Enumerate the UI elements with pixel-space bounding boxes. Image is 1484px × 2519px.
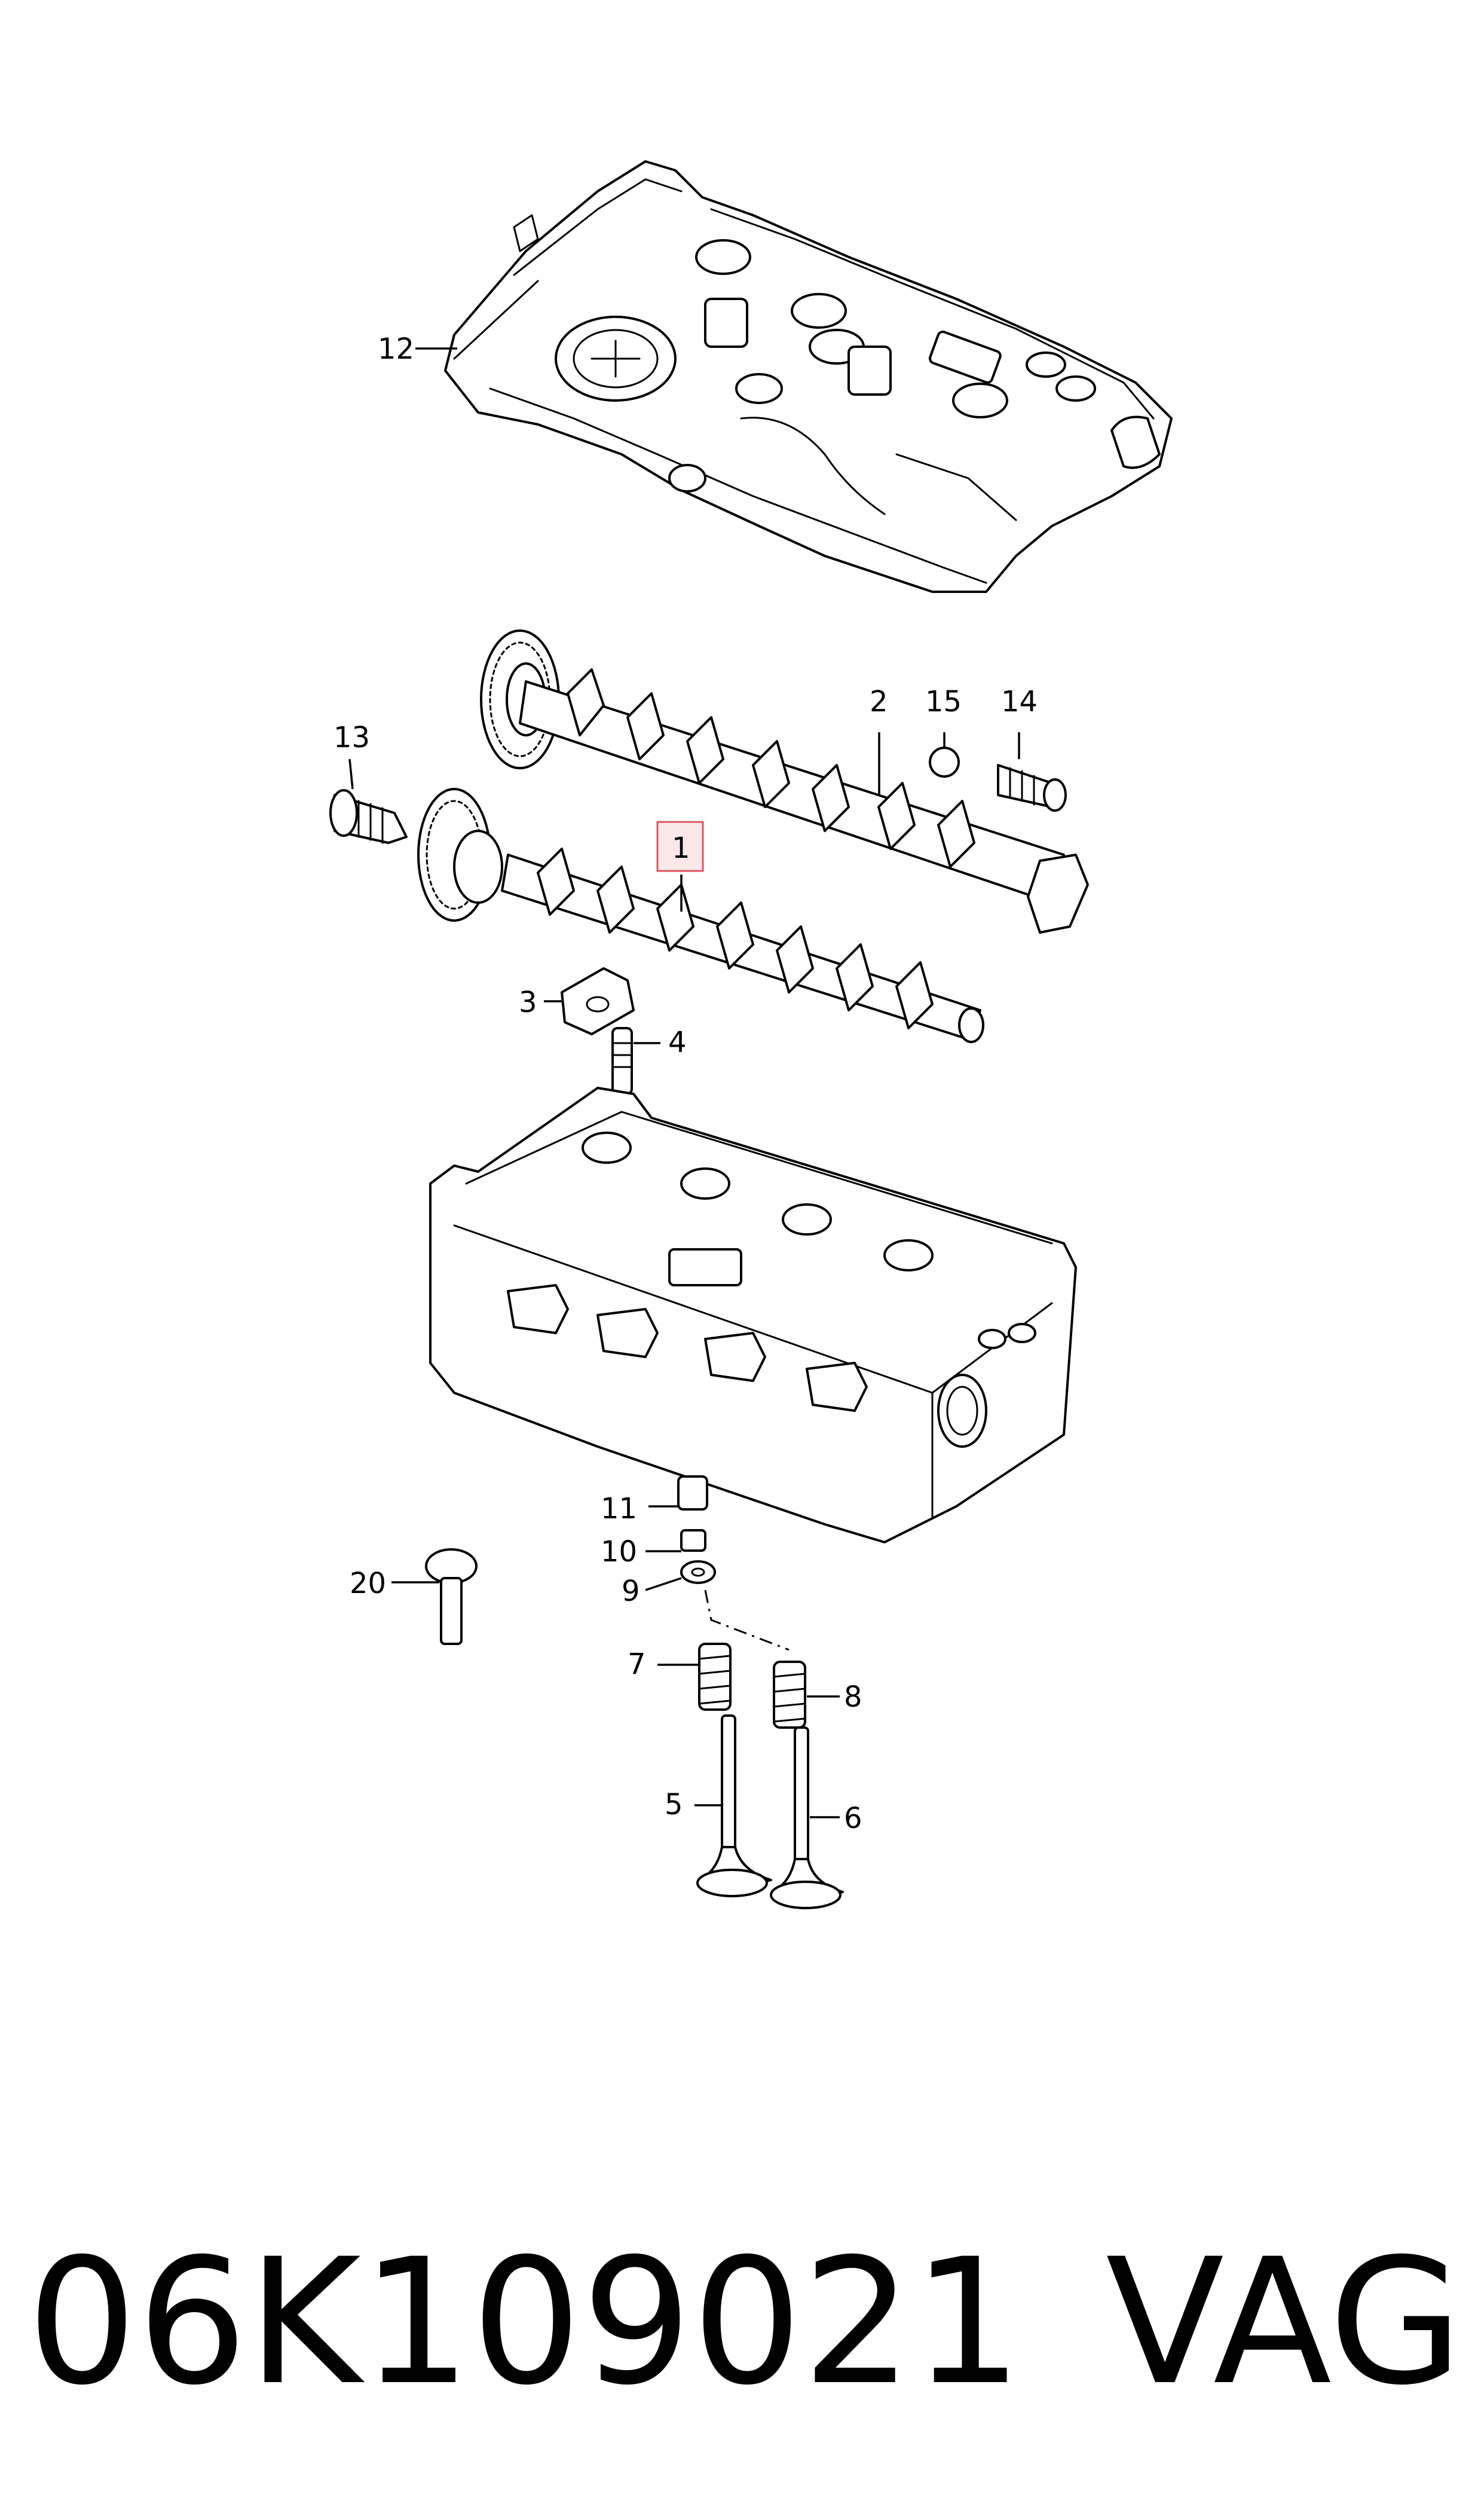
callout-12: 12: [378, 332, 414, 366]
callout-3: 3: [519, 986, 537, 1019]
bolt-4: [611, 1027, 633, 1095]
cam-lobes-upper: [567, 668, 975, 868]
callout-1-highlight: [657, 822, 703, 871]
callout-13: 13: [333, 721, 370, 754]
valve-train: [677, 1475, 844, 1909]
exhaust-valve-6: [770, 1726, 844, 1909]
cylinder-head-cover: [444, 160, 1173, 593]
spring-seat-9: [680, 1560, 716, 1584]
valve-spring-8: [773, 1661, 806, 1729]
callout-20: 20: [350, 1567, 386, 1600]
callout-5: 5: [665, 1788, 683, 1821]
intake-valve-5: [696, 1714, 772, 1897]
camshaft-lower: [417, 788, 984, 1043]
callout-14: 14: [1001, 685, 1038, 719]
leader-lines: [348, 347, 1020, 1818]
callout-1: 1: [672, 831, 690, 865]
cam-lobes-lower: [537, 848, 934, 1029]
callout-9: 9: [622, 1575, 640, 1608]
bolt-20: [425, 1548, 478, 1645]
part-number: 06K109021: [27, 2222, 1023, 2423]
camshaft-upper: [480, 629, 1089, 934]
callout-10: 10: [601, 1535, 637, 1569]
brand-label: VAG: [1106, 2222, 1463, 2423]
cylinder-ports: [507, 1284, 868, 1412]
callout-7: 7: [628, 1647, 646, 1681]
bearing-cap-3: [561, 967, 635, 1035]
callout-15: 15: [925, 685, 962, 719]
plug-13: [329, 789, 408, 844]
callout-11: 11: [601, 1492, 637, 1526]
callout-4: 4: [668, 1026, 687, 1059]
plug-14: [997, 764, 1067, 812]
ball-15: [929, 747, 960, 778]
callout-labels: 1 2 3 4 5 6 7 8 9 10 11 12 13 14 15 20: [333, 332, 1038, 1835]
valve-spring-7: [698, 1643, 732, 1711]
callout-2: 2: [870, 685, 888, 719]
cylinder-head: [429, 1087, 1077, 1543]
tappet-11: [677, 1475, 708, 1511]
callout-8: 8: [844, 1680, 862, 1714]
callout-6: 6: [844, 1802, 862, 1835]
cotters-10: [680, 1529, 706, 1552]
